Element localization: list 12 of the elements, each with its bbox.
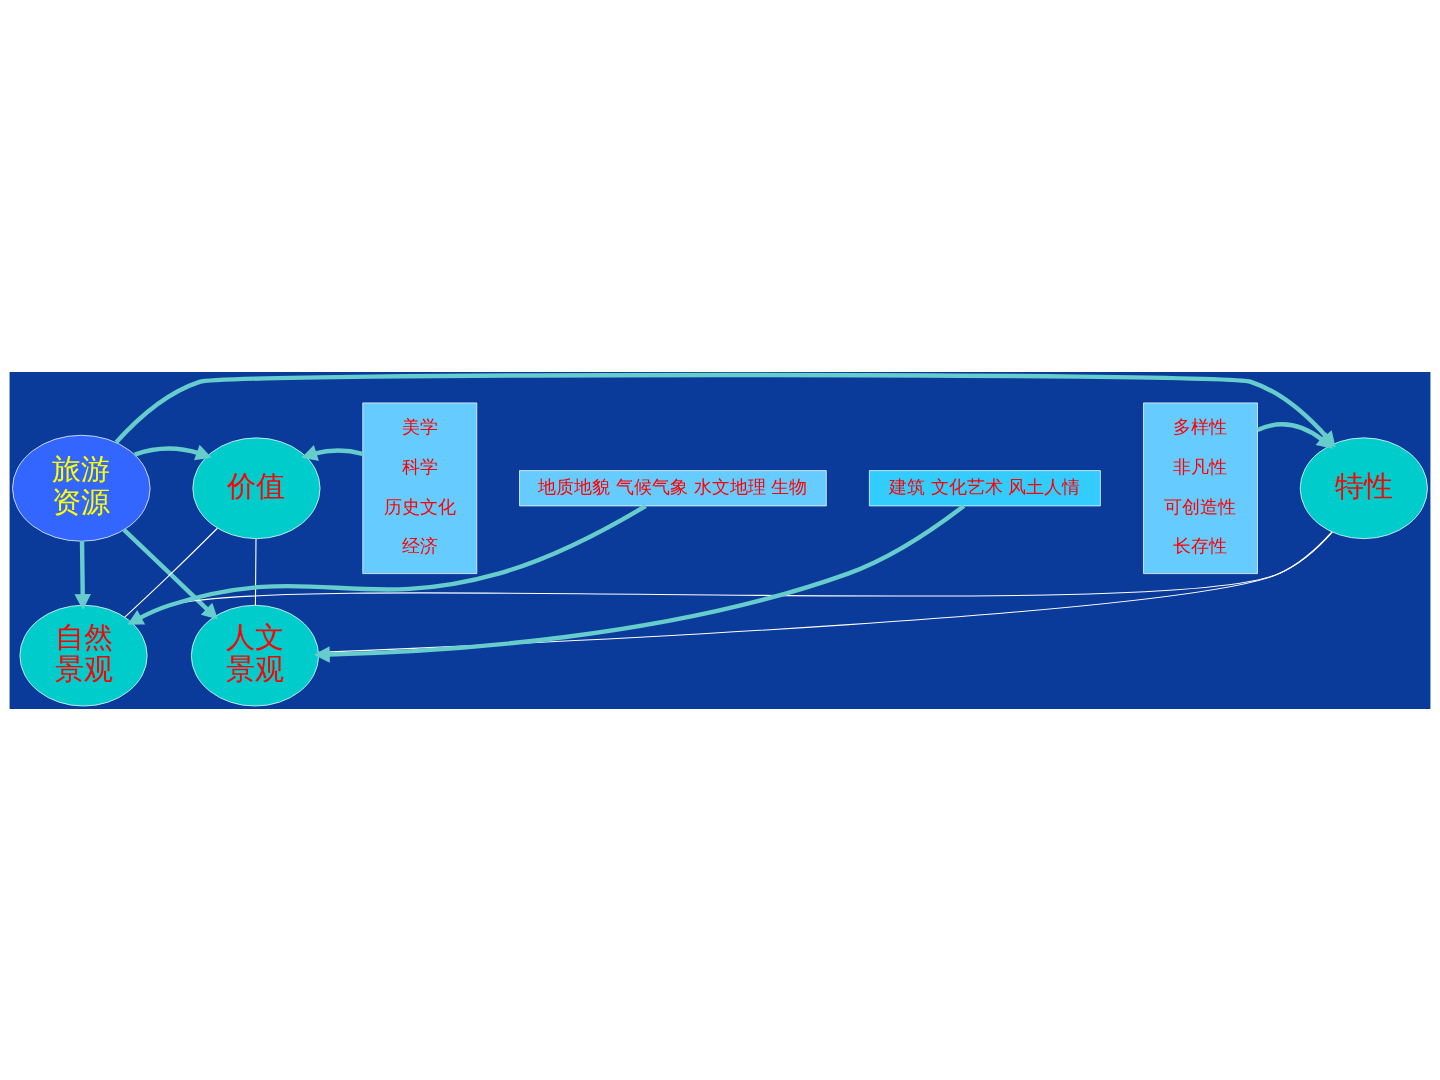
node-ellipse: 特性 [1299,437,1428,539]
arrow [74,540,91,610]
node-box: 美学 科学 历史文化 经济 [362,402,478,574]
node-box: 多样性 非凡性 可创造性 长存性 [1143,402,1258,574]
node-box: 建筑 文化艺术 风土人情 [869,469,1101,506]
arrow [301,444,364,461]
connector [254,537,257,606]
node-ellipse: 旅游资源 [12,434,151,542]
arrow [134,444,212,460]
node-box: 地质地貌 气候气象 水文地理 生物 [519,469,827,506]
arrow [313,503,966,663]
arrow [127,503,647,625]
